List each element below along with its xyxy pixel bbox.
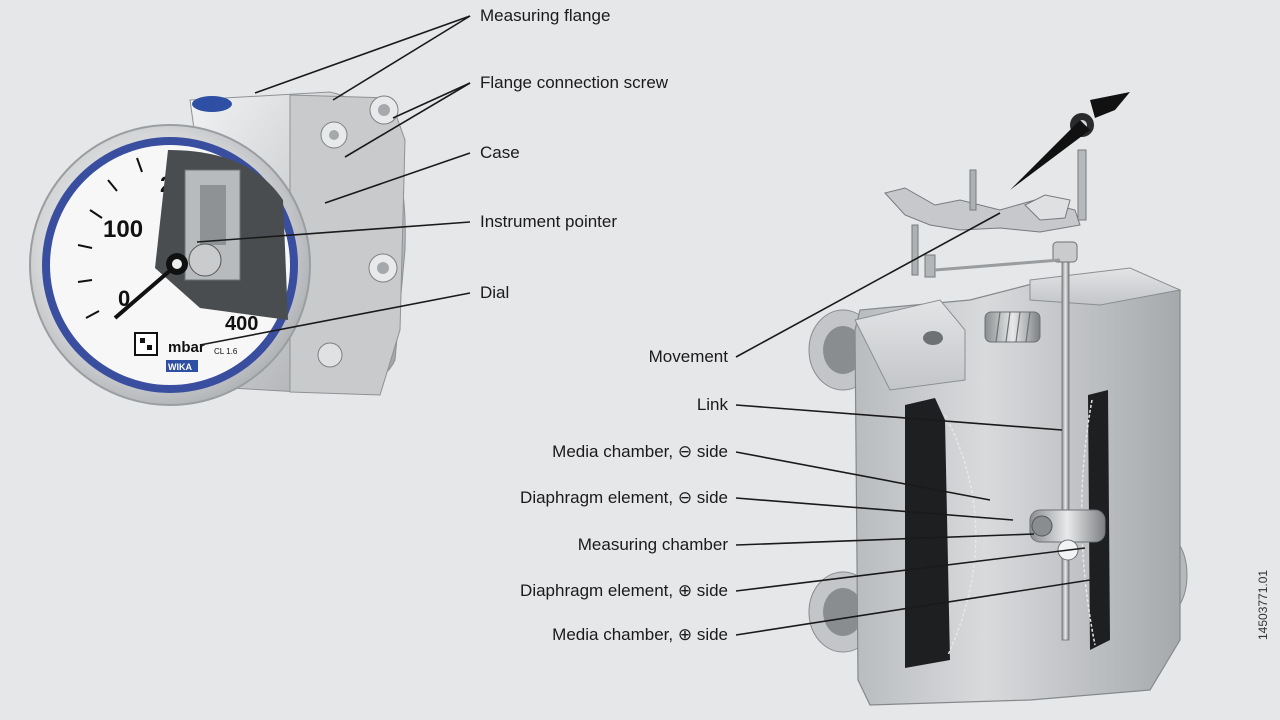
- label-link: Link: [696, 395, 728, 414]
- media-chamber-minus: [905, 398, 950, 668]
- label-diaphragm-plus: Diaphragm element, ⊕ side: [520, 581, 728, 600]
- label-instrument-pointer: Instrument pointer: [480, 212, 618, 231]
- dial-tick-100: 100: [103, 216, 143, 243]
- diaphragm-minus: [944, 414, 977, 656]
- label-measuring-chamber: Measuring chamber: [577, 535, 728, 554]
- label-case: Case: [480, 143, 520, 162]
- label-media-chamber-plus: Media chamber, ⊕ side: [552, 625, 728, 644]
- blue-plug: [192, 96, 232, 112]
- document-id: 14503771.01: [1256, 569, 1270, 640]
- cutaway-illustration: [808, 92, 1188, 706]
- wika-logo: [166, 360, 198, 372]
- label-flange-connection-screw: Flange connection screw: [480, 73, 669, 92]
- dial-unit: mbar: [168, 339, 205, 356]
- label-media-chamber-minus: Media chamber, ⊖ side: [552, 442, 728, 461]
- threaded-screw: [984, 311, 1041, 343]
- label-diaphragm-minus: Diaphragm element, ⊖ side: [520, 488, 728, 507]
- wika-logo-text: WIKA: [168, 362, 192, 372]
- link-rod: [1061, 249, 1070, 641]
- dial-class: CL 1.6: [214, 347, 238, 356]
- label-movement: Movement: [648, 347, 728, 366]
- movement-assembly: [884, 92, 1130, 278]
- label-measuring-flange: Measuring flange: [480, 6, 611, 25]
- dial-tick-0: 0: [118, 286, 130, 311]
- gauge-illustration: 0 100 200 400 mbar CL 1.6 WIKA: [29, 91, 406, 406]
- flange-screws: [317, 95, 399, 368]
- leader-lines: [196, 15, 1091, 636]
- dial-tick-400: 400: [225, 313, 258, 335]
- label-dial: Dial: [480, 283, 510, 302]
- instrument-pointer: [113, 253, 188, 320]
- pointer-needle: [1010, 120, 1090, 190]
- dial-qr-code: [134, 332, 158, 356]
